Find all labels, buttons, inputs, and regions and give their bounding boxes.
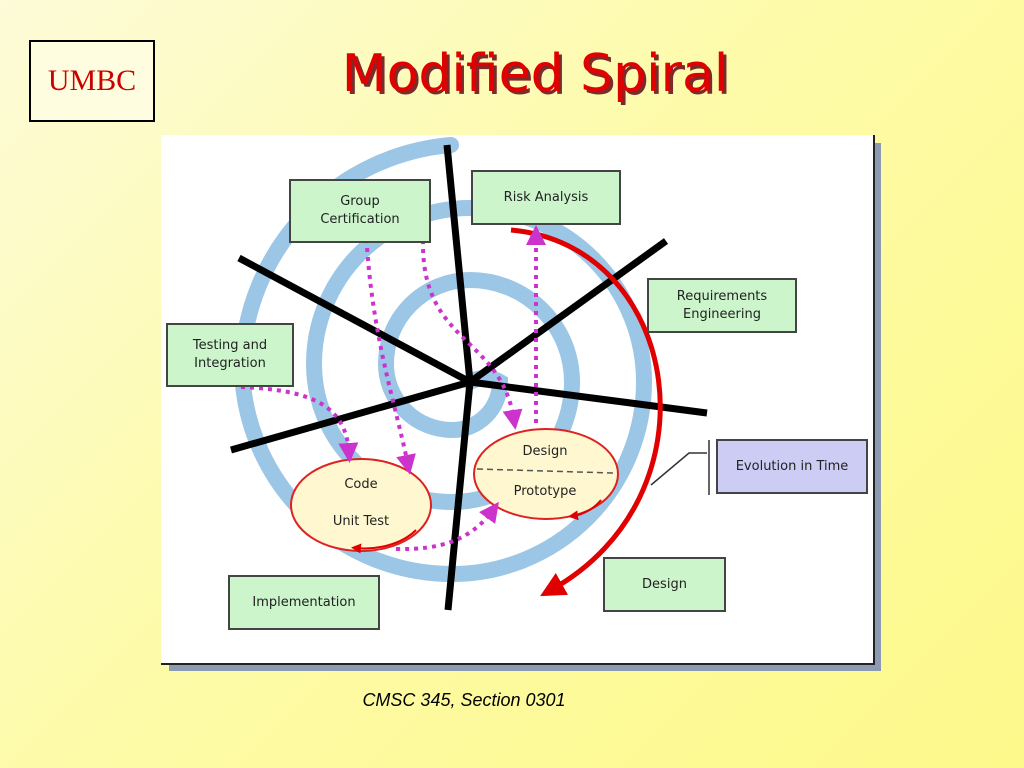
box-implementation: Implementation	[228, 575, 380, 630]
spiral-diagram: Group Certification Risk Analysis Requir…	[161, 135, 875, 665]
label-design: Design	[522, 444, 568, 459]
box-group-certification: Group Certification	[289, 179, 431, 243]
label-code: Code	[344, 477, 378, 492]
design-ellipse	[473, 428, 619, 520]
label-prototype: Prototype	[513, 484, 577, 499]
evolution-connector	[650, 452, 707, 486]
sector-lines	[230, 144, 708, 611]
dotted-arrows	[240, 225, 546, 552]
box-testing-integration: Testing and Integration	[166, 323, 294, 387]
code-ellipse	[290, 458, 432, 552]
box-design: Design	[603, 557, 726, 612]
umbc-logo: UMBC	[29, 40, 155, 122]
box-requirements-engineering: Requirements Engineering	[647, 278, 797, 333]
evolution-arrow	[510, 227, 663, 597]
box-evolution-in-time: Evolution in Time	[716, 439, 868, 494]
spiral-graphic	[230, 137, 710, 611]
slide-title: Modified Spiral	[341, 44, 729, 104]
box-risk-analysis: Risk Analysis	[471, 170, 621, 225]
label-unit-test: Unit Test	[332, 514, 390, 529]
footer-text: CMSC 345, Section 0301	[362, 690, 566, 710]
logo-text: UMBC	[47, 64, 137, 97]
